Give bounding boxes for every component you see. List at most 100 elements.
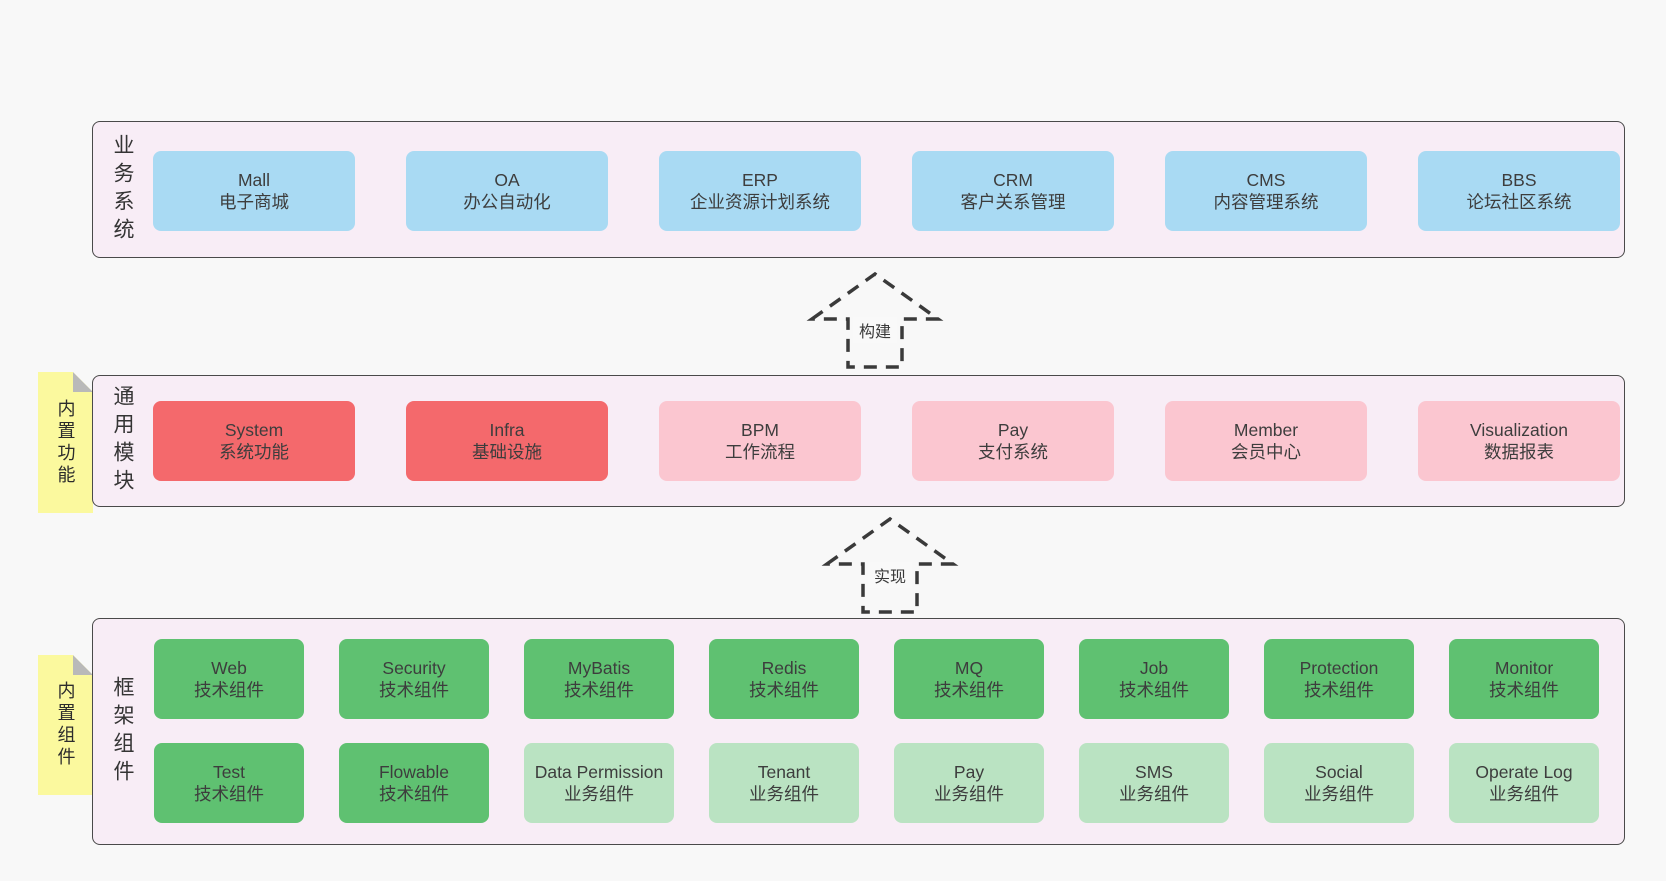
node-en: Security — [382, 657, 446, 678]
node-visualization: Visualization 数据报表 — [1418, 401, 1620, 481]
node-pay-component: Pay 业务组件 — [894, 743, 1044, 823]
node-zh: 技术组件 — [1489, 680, 1559, 700]
node-zh: 技术组件 — [194, 680, 264, 700]
node-en: Pay — [953, 761, 985, 782]
section-framework-components: 框架组件 Web 技术组件 Security 技术组件 MyBatis 技术组件… — [92, 618, 1625, 845]
node-protection: Protection 技术组件 — [1264, 639, 1414, 719]
node-erp: ERP 企业资源计划系统 — [659, 151, 861, 231]
section-common-modules: 通用模块 System 系统功能 Infra 基础设施 BPM 工作流程 Pay… — [92, 375, 1625, 507]
node-tenant: Tenant 业务组件 — [709, 743, 859, 823]
node-zh: 工作流程 — [725, 442, 795, 462]
node-zh: 论坛社区系统 — [1466, 192, 1572, 212]
node-zh: 技术组件 — [379, 680, 449, 700]
node-zh: 企业资源计划系统 — [690, 192, 830, 212]
node-zh: 客户关系管理 — [960, 192, 1066, 212]
node-zh: 业务组件 — [749, 784, 819, 804]
node-sms: SMS 业务组件 — [1079, 743, 1229, 823]
node-en: Visualization — [1470, 419, 1568, 440]
section-business-systems: 业务系统 Mall 电子商城 OA 办公自动化 ERP 企业资源计划系统 CRM… — [92, 121, 1625, 258]
sticky-note-builtin-features: 内置功能 — [38, 372, 93, 513]
node-en: Monitor — [1494, 657, 1554, 678]
node-en: CMS — [1246, 169, 1286, 190]
node-zh: 支付系统 — [978, 442, 1048, 462]
build-arrow: 构建 — [805, 271, 945, 371]
node-cms: CMS 内容管理系统 — [1165, 151, 1367, 231]
business-row: Mall 电子商城 OA 办公自动化 ERP 企业资源计划系统 CRM 客户关系… — [153, 151, 1620, 231]
node-en: Member — [1233, 419, 1299, 440]
node-en: Infra — [489, 419, 525, 440]
node-en: Flowable — [378, 761, 450, 782]
node-member: Member 会员中心 — [1165, 401, 1367, 481]
node-test: Test 技术组件 — [154, 743, 304, 823]
components-row-1: Web 技术组件 Security 技术组件 MyBatis 技术组件 Redi… — [154, 639, 1599, 719]
node-system: System 系统功能 — [153, 401, 355, 481]
implement-arrow-label: 实现 — [867, 562, 913, 588]
node-oa: OA 办公自动化 — [406, 151, 608, 231]
node-en: SMS — [1135, 761, 1173, 782]
node-en: BBS — [1501, 169, 1537, 190]
node-zh: 技术组件 — [1119, 680, 1189, 700]
node-mall: Mall 电子商城 — [153, 151, 355, 231]
node-zh: 电子商城 — [219, 192, 289, 212]
node-monitor: Monitor 技术组件 — [1449, 639, 1599, 719]
node-en: MyBatis — [567, 657, 631, 678]
section-modules-title: 通用模块 — [111, 385, 134, 497]
node-en: Job — [1139, 657, 1169, 678]
node-zh: 业务组件 — [1489, 784, 1559, 804]
node-zh: 技术组件 — [934, 680, 1004, 700]
up-arrow-icon — [821, 516, 959, 614]
components-row-2: Test 技术组件 Flowable 技术组件 Data Permission … — [154, 743, 1599, 823]
node-web: Web 技术组件 — [154, 639, 304, 719]
node-en: Redis — [761, 657, 807, 678]
node-pay-module: Pay 支付系统 — [912, 401, 1114, 481]
node-infra: Infra 基础设施 — [406, 401, 608, 481]
node-en: MQ — [954, 657, 984, 678]
node-zh: 数据报表 — [1484, 442, 1554, 462]
sticky-note-builtin-components: 内置组件 — [38, 655, 93, 795]
node-en: Pay — [997, 419, 1029, 440]
modules-row: System 系统功能 Infra 基础设施 BPM 工作流程 Pay 支付系统… — [153, 401, 1620, 481]
node-en: Data Permission — [534, 761, 664, 782]
node-zh: 内容管理系统 — [1213, 192, 1319, 212]
node-en: System — [224, 419, 284, 440]
node-job: Job 技术组件 — [1079, 639, 1229, 719]
node-zh: 技术组件 — [749, 680, 819, 700]
node-en: Web — [211, 657, 247, 678]
node-en: Test — [212, 761, 246, 782]
node-zh: 技术组件 — [194, 784, 264, 804]
sticky-label: 内置组件 — [55, 681, 76, 769]
node-zh: 业务组件 — [1304, 784, 1374, 804]
node-bbs: BBS 论坛社区系统 — [1418, 151, 1620, 231]
sticky-label: 内置功能 — [55, 398, 76, 487]
node-zh: 基础设施 — [472, 442, 542, 462]
build-arrow-label: 构建 — [852, 317, 898, 343]
node-en: Protection — [1299, 657, 1379, 678]
up-arrow-icon — [806, 271, 944, 369]
node-zh: 会员中心 — [1231, 442, 1301, 462]
section-business-title: 业务系统 — [111, 133, 134, 246]
node-zh: 系统功能 — [219, 442, 289, 462]
node-en: CRM — [993, 169, 1033, 190]
node-en: OA — [494, 169, 520, 190]
node-redis: Redis 技术组件 — [709, 639, 859, 719]
node-bpm: BPM 工作流程 — [659, 401, 861, 481]
node-flowable: Flowable 技术组件 — [339, 743, 489, 823]
node-data-permission: Data Permission 业务组件 — [524, 743, 674, 823]
node-zh: 业务组件 — [1119, 784, 1189, 804]
node-zh: 技术组件 — [1304, 680, 1374, 700]
fold-corner-icon — [73, 655, 93, 675]
node-en: Operate Log — [1475, 761, 1573, 782]
node-mybatis: MyBatis 技术组件 — [524, 639, 674, 719]
node-en: Tenant — [757, 761, 811, 782]
node-security: Security 技术组件 — [339, 639, 489, 719]
node-mq: MQ 技术组件 — [894, 639, 1044, 719]
node-social: Social 业务组件 — [1264, 743, 1414, 823]
section-components-title: 框架组件 — [111, 675, 134, 788]
node-zh: 业务组件 — [564, 784, 634, 804]
node-crm: CRM 客户关系管理 — [912, 151, 1114, 231]
node-en: BPM — [741, 419, 779, 440]
node-operate-log: Operate Log 业务组件 — [1449, 743, 1599, 823]
node-zh: 技术组件 — [564, 680, 634, 700]
node-zh: 办公自动化 — [463, 192, 551, 212]
